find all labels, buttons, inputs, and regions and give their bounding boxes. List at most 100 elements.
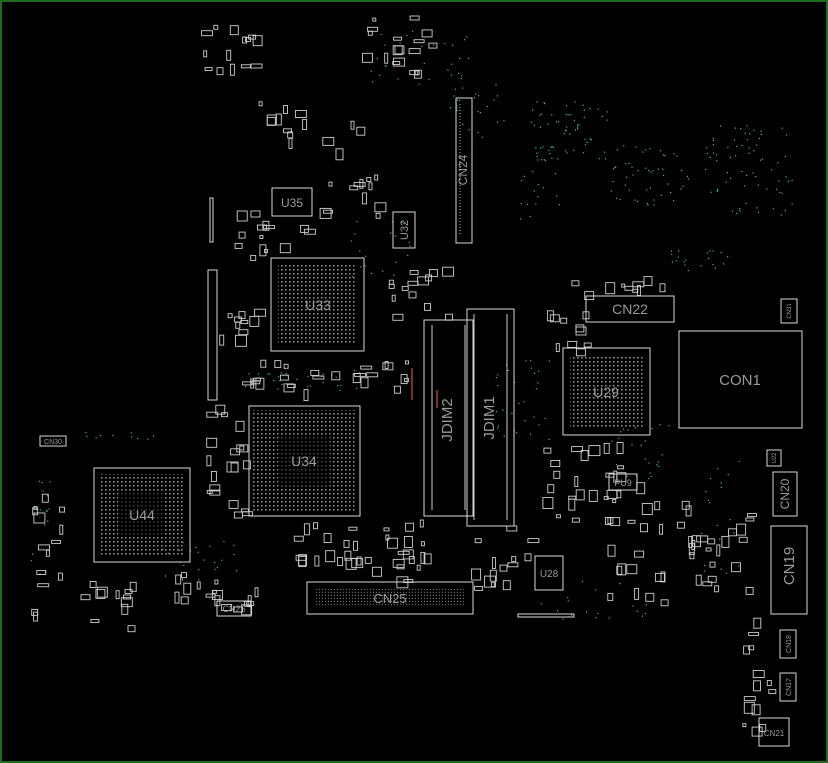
via-dot <box>761 158 763 160</box>
component-pad <box>766 680 772 686</box>
via-dot <box>649 187 651 189</box>
component-pad <box>367 26 379 32</box>
via-dot <box>727 256 729 258</box>
component-pad <box>250 210 261 218</box>
via-dot <box>704 570 706 572</box>
via-dot <box>628 162 630 164</box>
component-pad <box>491 557 496 569</box>
via-dot <box>714 267 716 269</box>
via-dot <box>391 221 393 223</box>
via-dot <box>447 69 449 71</box>
via-dot <box>401 221 403 224</box>
via-dot <box>772 208 774 210</box>
component-pad <box>392 61 401 65</box>
via-dot <box>364 265 366 267</box>
component-pad <box>353 540 358 551</box>
component-pad <box>201 30 213 37</box>
via-dot <box>273 379 275 381</box>
component-pad <box>768 689 777 695</box>
cn20-label: CN20 <box>778 478 792 509</box>
via-dot <box>720 125 722 127</box>
component-pad <box>419 519 424 528</box>
via-dot <box>95 437 97 439</box>
via-dot <box>708 257 710 260</box>
via-dot <box>664 155 666 157</box>
via-dot <box>47 520 49 522</box>
component-pad <box>235 334 247 347</box>
via-dot <box>645 604 647 606</box>
via-dot <box>648 478 650 480</box>
component-pad <box>331 371 341 381</box>
cn19-label: CN19 <box>781 547 798 585</box>
con1-label: CON1 <box>719 372 761 389</box>
via-dot <box>608 617 610 619</box>
u22-label: U22 <box>772 452 778 464</box>
via-dot <box>411 30 414 32</box>
via-dot <box>408 242 410 244</box>
component-pad <box>471 568 482 581</box>
component-pad <box>612 499 617 503</box>
component-pad <box>37 583 50 588</box>
via-dot <box>540 147 542 149</box>
via-dot <box>552 146 554 149</box>
via-dot <box>495 377 497 379</box>
component-pad <box>660 599 669 607</box>
via-dot <box>281 384 283 386</box>
via-dot <box>536 152 538 154</box>
component-pad <box>745 586 754 595</box>
component-pad <box>588 445 601 457</box>
via-dot <box>710 477 712 480</box>
via-dot <box>536 155 538 157</box>
via-dot <box>551 146 553 148</box>
via-dot <box>477 111 479 113</box>
via-dot <box>709 250 711 252</box>
via-dot <box>203 559 205 561</box>
via-dot <box>590 139 592 141</box>
component-pad <box>258 101 263 107</box>
chip-u34: U34 <box>248 405 361 517</box>
via-dot <box>725 572 727 574</box>
via-dot <box>322 381 324 384</box>
component-pad <box>323 533 332 543</box>
via-dot <box>757 211 760 213</box>
via-dot <box>784 210 786 212</box>
component-pad <box>499 564 508 572</box>
via-dot <box>181 578 183 580</box>
via-dot <box>577 124 579 126</box>
via-dot <box>511 412 513 414</box>
component-pad <box>743 696 756 702</box>
via-dot <box>521 179 523 181</box>
via-dot <box>421 45 423 47</box>
via-dot <box>624 163 627 165</box>
via-dot <box>537 196 539 198</box>
via-dot <box>632 174 634 176</box>
via-dot <box>624 184 626 186</box>
via-dot <box>677 256 679 258</box>
slot-jdim2: JDIM2 <box>423 319 474 517</box>
via-dot <box>523 401 525 403</box>
component-pad <box>716 544 721 557</box>
component-pad <box>37 544 50 551</box>
via-dot <box>214 568 216 571</box>
component-pad <box>283 383 295 393</box>
component-pad <box>555 514 561 519</box>
via-dot <box>550 146 552 148</box>
via-dot <box>753 129 755 131</box>
via-dot <box>584 138 586 140</box>
via-dot <box>778 180 780 182</box>
component-pad <box>228 500 239 510</box>
via-dot <box>380 33 382 35</box>
via-dot <box>706 252 708 254</box>
via-dot <box>565 130 567 132</box>
via-dot <box>752 172 754 174</box>
via-dot <box>515 432 517 434</box>
via-dot <box>612 168 614 170</box>
component-pad <box>626 564 638 575</box>
component-pad <box>302 118 308 130</box>
component-pad <box>385 534 390 541</box>
component-pad <box>641 503 653 515</box>
component-pad <box>211 590 223 600</box>
via-dot <box>637 200 639 202</box>
component-pad <box>124 588 133 594</box>
component-pad <box>575 326 587 336</box>
